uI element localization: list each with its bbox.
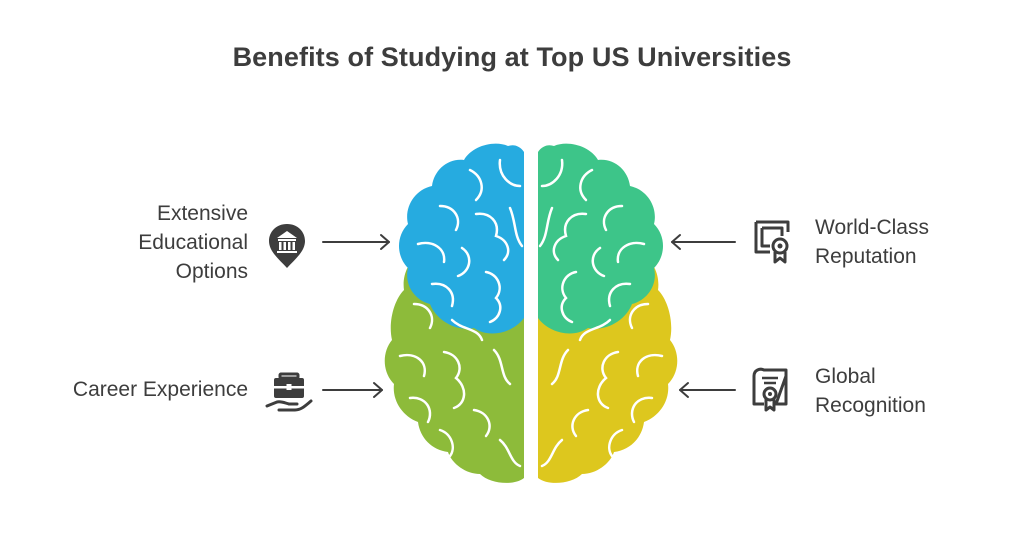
briefcase-in-hand-icon (265, 372, 313, 412)
label-extensive-educational-options: Extensive Educational Options (138, 199, 248, 286)
label-career-experience: Career Experience (73, 375, 248, 404)
certificate-icon (754, 220, 790, 264)
label-line: Extensive (156, 202, 248, 225)
label-line: Reputation (815, 245, 917, 268)
label-line: Recognition (815, 394, 926, 417)
brain-left-hemisphere (384, 143, 524, 483)
label-global-recognition: Global Recognition (815, 362, 926, 420)
label-line: Educational (138, 231, 248, 254)
arrow-right-icon (322, 234, 390, 250)
page-title: Benefits of Studying at Top US Universit… (232, 42, 792, 72)
arrow-left-icon (679, 382, 736, 398)
label-line: Options (175, 260, 248, 283)
brain-teal-lobe (538, 143, 663, 334)
label-line: Career Experience (72, 378, 248, 401)
connector-arrows (322, 234, 736, 398)
arrow-left-icon (671, 234, 736, 250)
brain-blue-lobe (399, 143, 524, 334)
label-world-class-reputation: World-Class Reputation (815, 213, 929, 271)
label-line: Global (815, 365, 876, 388)
arrow-right-icon (322, 382, 383, 398)
label-line: World-Class (815, 216, 929, 239)
museum-map-pin-icon (269, 224, 305, 268)
brain-folds (398, 158, 664, 468)
brain-right-hemisphere (538, 143, 678, 483)
diploma-award-icon (752, 367, 788, 412)
